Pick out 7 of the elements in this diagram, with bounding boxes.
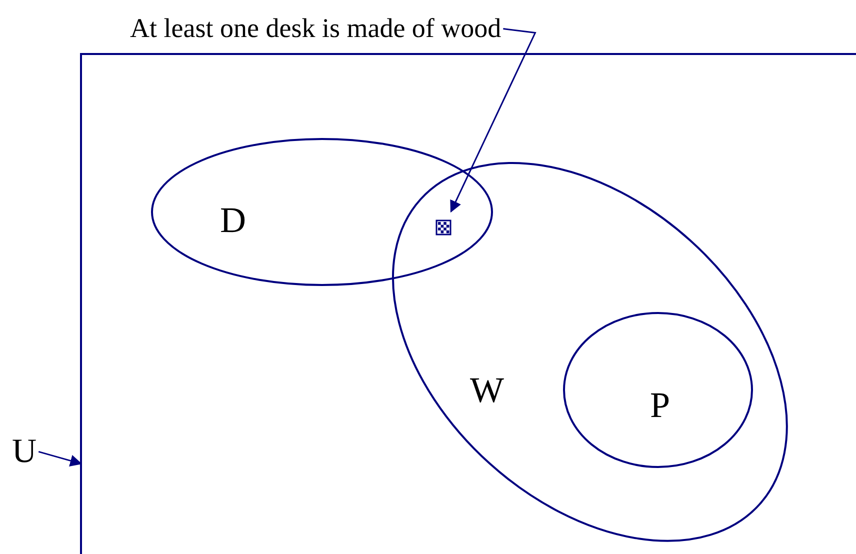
set-label: W bbox=[470, 372, 504, 408]
set-label: D bbox=[220, 202, 246, 238]
leader-line bbox=[450, 28, 536, 213]
universe-label: U bbox=[12, 433, 37, 470]
set-label: P bbox=[650, 386, 670, 423]
leader-line bbox=[38, 450, 82, 467]
annotation-text: At least one desk is made of wood bbox=[130, 14, 502, 44]
